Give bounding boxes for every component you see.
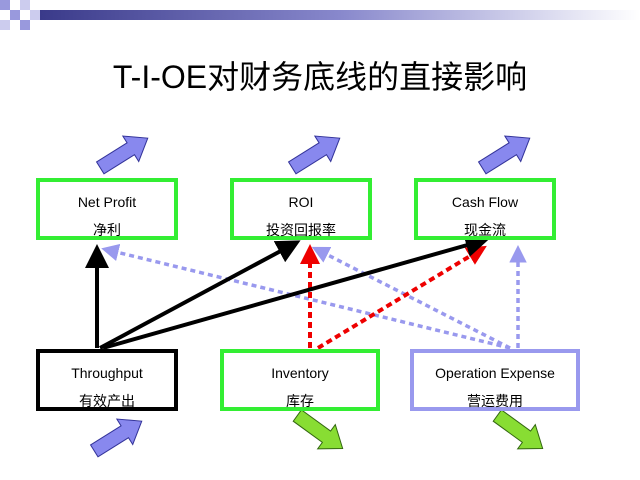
roi-up-arrow-icon (287, 135, 341, 175)
throughput-up-arrow-icon (89, 418, 143, 458)
operation-expense-cn-label: 营运费用 (467, 393, 523, 409)
corner-decoration (0, 0, 640, 30)
inventory-down-arrow-icon (292, 409, 344, 450)
throughput-box: Throughput 有效产出 (36, 349, 178, 411)
net-profit-box: Net Profit 净利 (36, 178, 178, 240)
net-profit-label: Net Profit (77, 194, 137, 210)
up-arrows (89, 135, 531, 458)
cash-flow-box: Cash Flow 现金流 (414, 178, 556, 240)
throughput-cn-label: 有效产出 (79, 393, 135, 409)
throughput-label: Throughput (71, 365, 143, 381)
roi-box: ROI 投资回报率 (230, 178, 372, 240)
cash-flow-up-arrow-icon (477, 135, 531, 175)
inventory-cn-label: 库存 (286, 393, 314, 409)
cash-flow-cn-label: 现金流 (464, 222, 506, 238)
inventory-box: Inventory 库存 (220, 349, 380, 411)
inventory-dotted-lines (300, 244, 487, 350)
opex-dotted-lines (101, 243, 527, 350)
inventory-label: Inventory (271, 365, 329, 381)
net-profit-cn-label: 净利 (93, 222, 121, 238)
down-arrows (292, 409, 544, 450)
opex-down-arrow-icon (492, 409, 544, 450)
operation-expense-box: Operation Expense 营运费用 (410, 349, 580, 411)
net-profit-up-arrow-icon (95, 135, 149, 175)
operation-expense-label: Operation Expense (435, 365, 555, 381)
roi-label: ROI (288, 194, 314, 210)
roi-cn-label: 投资回报率 (266, 222, 336, 238)
throughput-solid-lines (85, 233, 490, 350)
cash-flow-label: Cash Flow (451, 194, 519, 210)
page-title: T-I-OE对财务底线的直接影响 (112, 59, 528, 95)
